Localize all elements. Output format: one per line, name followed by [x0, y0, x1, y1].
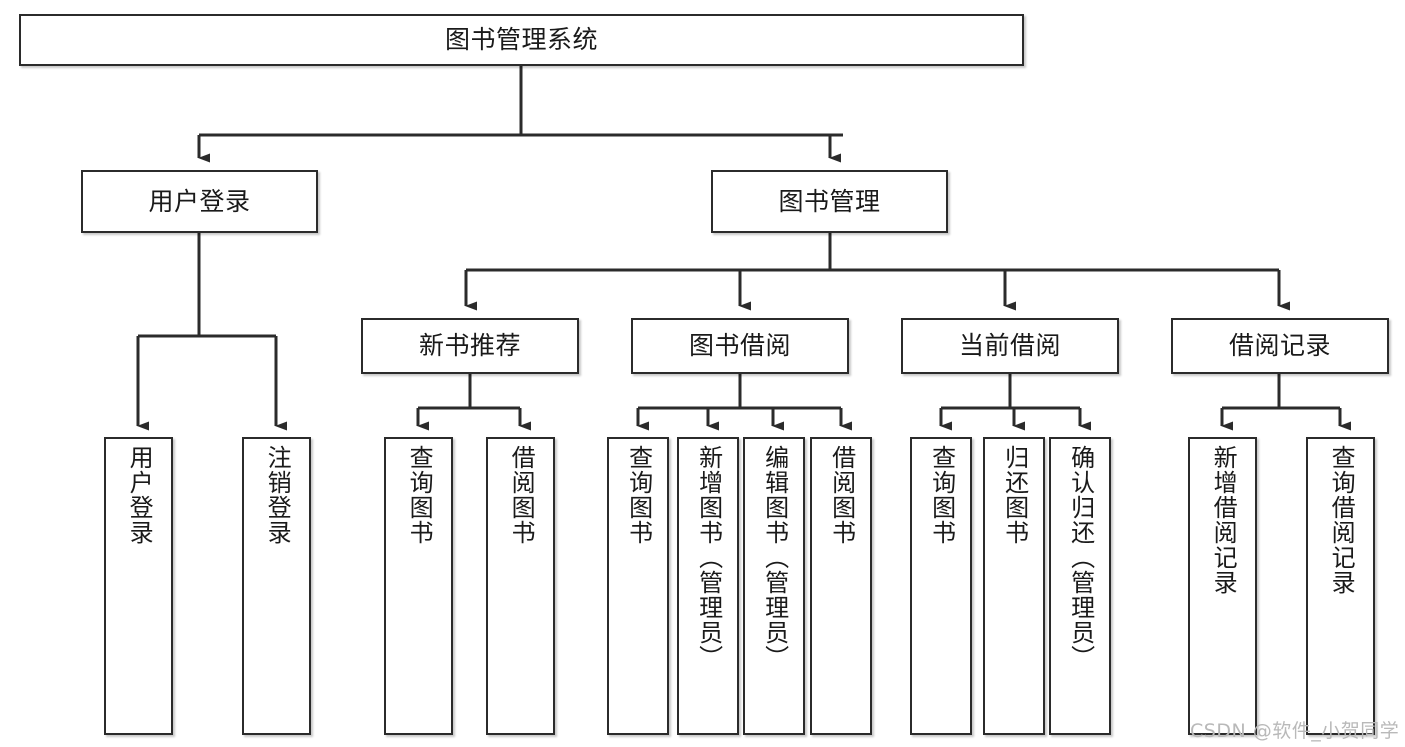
leaf-query-borrow-record[interactable]: 查询借阅记录: [1306, 437, 1375, 735]
leaf-query-borrow-record-label: 查询借阅记录: [1327, 445, 1356, 595]
node-root-label: 图书管理系统: [444, 25, 598, 55]
leaf-borrow-book-newbook[interactable]: 借阅图书: [486, 437, 555, 735]
leaf-query-book-borrow-label: 查询图书: [624, 445, 653, 545]
leaf-edit-book-admin[interactable]: 编辑图书（管理员）: [743, 437, 805, 735]
node-user-login-label: 用户登录: [148, 186, 251, 216]
leaf-edit-book-admin-label: 编辑图书（管理员）: [760, 445, 789, 670]
node-new-book-recommend-label: 新书推荐: [418, 331, 521, 361]
node-book-management[interactable]: 图书管理: [711, 170, 948, 233]
node-user-login[interactable]: 用户登录: [81, 170, 318, 233]
leaf-query-book-newbook[interactable]: 查询图书: [384, 437, 453, 735]
node-book-management-label: 图书管理: [778, 186, 881, 216]
csdn-watermark: CSDN @软件_小贺同学: [1190, 720, 1400, 742]
node-new-book-recommend[interactable]: 新书推荐: [361, 318, 579, 374]
leaf-add-book-admin-label: 新增图书（管理员）: [694, 445, 723, 670]
leaf-query-book-newbook-label: 查询图书: [405, 445, 434, 545]
leaf-borrow-book[interactable]: 借阅图书: [810, 437, 872, 735]
leaf-add-book-admin[interactable]: 新增图书（管理员）: [677, 437, 739, 735]
leaf-add-borrow-record[interactable]: 新增借阅记录: [1188, 437, 1257, 735]
node-book-borrow[interactable]: 图书借阅: [631, 318, 849, 374]
node-current-borrow-label: 当前借阅: [958, 331, 1061, 361]
leaf-add-borrow-record-label: 新增借阅记录: [1209, 445, 1238, 595]
leaf-user-login[interactable]: 用户登录: [104, 437, 173, 735]
leaf-query-book-current[interactable]: 查询图书: [910, 437, 972, 735]
leaf-borrow-book-label: 借阅图书: [827, 445, 856, 545]
leaf-confirm-return-admin[interactable]: 确认归还（管理员）: [1049, 437, 1111, 735]
node-borrow-records[interactable]: 借阅记录: [1171, 318, 1389, 374]
leaf-query-book-current-label: 查询图书: [927, 445, 956, 545]
node-root[interactable]: 图书管理系统: [19, 14, 1024, 66]
leaf-return-book[interactable]: 归还图书: [983, 437, 1045, 735]
node-borrow-records-label: 借阅记录: [1228, 331, 1331, 361]
node-current-borrow[interactable]: 当前借阅: [901, 318, 1119, 374]
leaf-return-book-label: 归还图书: [1000, 445, 1029, 545]
leaf-query-book-borrow[interactable]: 查询图书: [607, 437, 669, 735]
leaf-logout[interactable]: 注销登录: [242, 437, 311, 735]
node-book-borrow-label: 图书借阅: [688, 331, 791, 361]
leaf-logout-label: 注销登录: [263, 445, 292, 545]
leaf-user-login-label: 用户登录: [125, 445, 154, 545]
leaf-confirm-return-admin-label: 确认归还（管理员）: [1066, 445, 1095, 670]
leaf-borrow-book-newbook-label: 借阅图书: [507, 445, 536, 545]
